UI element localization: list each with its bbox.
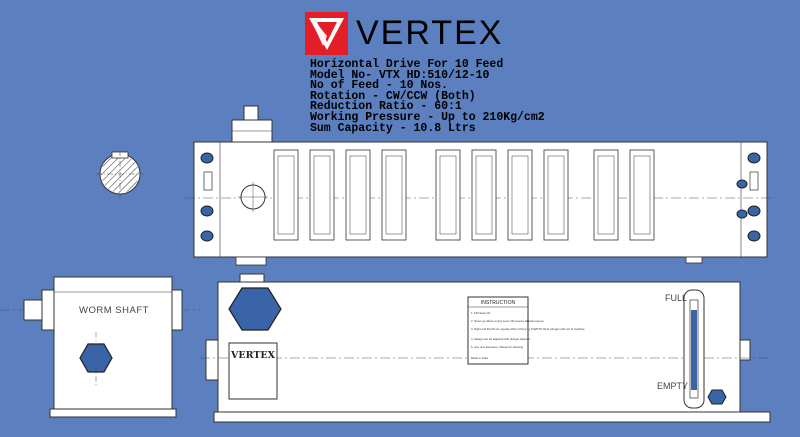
nameplate-text: VERTEX: [230, 350, 276, 361]
worm-shaft-label: WORM SHAFT: [79, 305, 149, 316]
vertex-logo-icon: [305, 12, 348, 55]
instruction-title: INSTRUCTION: [481, 300, 516, 306]
brand-name: VERTEX: [356, 14, 504, 52]
front-view: [200, 273, 771, 423]
instruction-items: 1. Fill Clean Oil. 2. Never go above emp…: [471, 311, 585, 360]
spec-list: Horizontal Drive For 10 Feed Model No- V…: [310, 58, 545, 135]
instruction-item-5: 5. Use only Kerosene / Diesel for cleani…: [471, 345, 524, 349]
spec-model: Model No- VTX HD:510/12-10: [310, 68, 490, 82]
spec-rotation: Rotation - CW/CCW (Both): [310, 89, 476, 103]
spec-feeds: No of Feed - 10 Nos.: [310, 79, 449, 93]
instruction-item-1: 1. Fill Clean Oil.: [471, 311, 491, 315]
instruction-item-3: 3. Right and fill with oil, operate Pist…: [471, 327, 585, 331]
side-view: [0, 276, 200, 418]
top-view: [185, 105, 775, 266]
instruction-item-2: 2. Never go above empty level. Fill rese…: [471, 319, 545, 323]
spec-pressure: Working Pressure - Up to 210Kg/cm2: [310, 110, 545, 124]
shaft-section: [96, 150, 144, 198]
spec-title: Horizontal Drive For 10 Feed: [310, 58, 504, 71]
spec-ratio: Reduction Ratio - 60:1: [310, 100, 462, 114]
empty-label: EMPTY: [657, 381, 688, 391]
spec-capacity: Sum Capacity - 10.8 Ltrs: [310, 121, 476, 135]
instruction-item-4: 4. Always can be adjusted with plunger a…: [471, 337, 531, 341]
instruction-footer: Made in India: [471, 356, 488, 360]
full-label: FULL: [665, 293, 687, 303]
